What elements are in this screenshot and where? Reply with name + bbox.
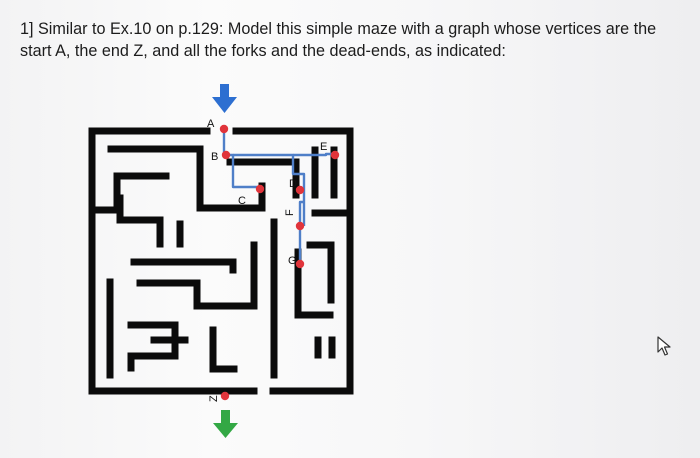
vertex-b <box>221 150 231 160</box>
vertex-label-z: Z <box>208 395 220 402</box>
maze-walls <box>88 127 354 395</box>
vertex-f <box>295 221 305 231</box>
end-arrow-icon <box>213 410 238 438</box>
graph-path <box>222 129 334 265</box>
vertex-g <box>295 259 305 269</box>
vertex-a <box>219 124 229 134</box>
vertex-label-f: F <box>284 209 296 216</box>
vertex-label-g: G <box>288 255 297 267</box>
vertex-c <box>255 184 265 194</box>
vertex-e <box>330 150 340 160</box>
vertex-label-d: D <box>289 178 297 190</box>
vertex-label-a: A <box>207 118 215 130</box>
vertex-label-e: E <box>320 141 327 153</box>
question-text: 1] Similar to Ex.10 on p.129: Model this… <box>20 20 657 60</box>
vertex-label-b: B <box>211 151 218 163</box>
graph-vertices <box>219 124 340 401</box>
vertex-z <box>220 391 230 401</box>
vertex-label-c: C <box>238 195 246 207</box>
start-arrow-icon <box>212 84 237 113</box>
mouse-pointer-icon <box>657 336 671 356</box>
vertex-d <box>295 185 305 195</box>
